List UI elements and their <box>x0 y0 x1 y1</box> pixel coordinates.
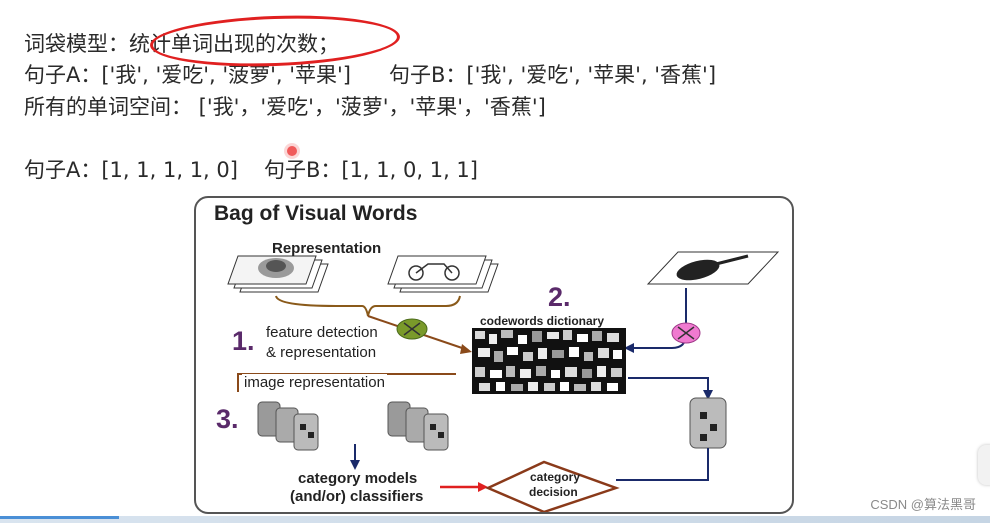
step-1-number: 1. <box>232 326 255 357</box>
category-models-line1: category models <box>298 470 417 487</box>
face-image-stack <box>228 256 328 292</box>
decision-line1: category <box>530 470 580 484</box>
representation-label: Representation <box>272 240 381 257</box>
category-models-line2: (and/or) classifiers <box>290 488 423 505</box>
step-1-line1: feature detection <box>266 324 378 341</box>
sentence-b-words: 句子B：['我', '爱吃', '苹果', '香蕉'] <box>389 63 716 87</box>
video-progress-fill <box>0 516 119 519</box>
step-1-line2: & representation <box>266 344 376 361</box>
sentences-line: 句子A：['我', '爱吃', '菠萝', '苹果'] 句子B：['我', '爱吃… <box>24 61 716 89</box>
green-feature-node <box>397 319 427 339</box>
sentence-a-vector: 句子A：[1, 1, 1, 1, 0] <box>24 158 238 182</box>
step-2-number: 2. <box>548 282 571 313</box>
codewords-grid <box>472 328 626 394</box>
video-progress-bar[interactable] <box>0 516 990 523</box>
image-representation-label: image representation <box>242 374 387 391</box>
magenta-feature-node <box>672 323 700 343</box>
bag-icons-middle <box>388 402 448 450</box>
side-panel-handle[interactable] <box>978 445 990 485</box>
sentence-b-vector: 句子B：[1, 1, 0, 1, 1] <box>264 158 478 182</box>
sentence-a-words: 句子A：['我', '爱吃', '菠萝', '苹果'] <box>24 63 351 87</box>
bag-icons-left <box>258 402 318 450</box>
bag-icon-right <box>690 398 726 448</box>
csdn-watermark: CSDN @算法黑哥 <box>870 494 976 513</box>
codewords-label: codewords dictionary <box>480 314 604 328</box>
bag-of-visual-words-figure: Bag of Visual Words <box>194 196 794 514</box>
decision-line2: decision <box>529 485 578 499</box>
vectors-line: 句子A：[1, 1, 1, 1, 0] 句子B：[1, 1, 0, 1, 1] <box>24 156 478 184</box>
violin-image <box>648 252 778 284</box>
mouse-pointer-dot <box>287 146 297 156</box>
brace <box>276 296 460 316</box>
step-3-number: 3. <box>216 404 239 435</box>
bicycle-image-stack <box>388 256 498 292</box>
vocabulary-line: 所有的单词空间： ['我'，'爱吃'，'菠萝'，'苹果'，'香蕉'] <box>24 93 546 121</box>
